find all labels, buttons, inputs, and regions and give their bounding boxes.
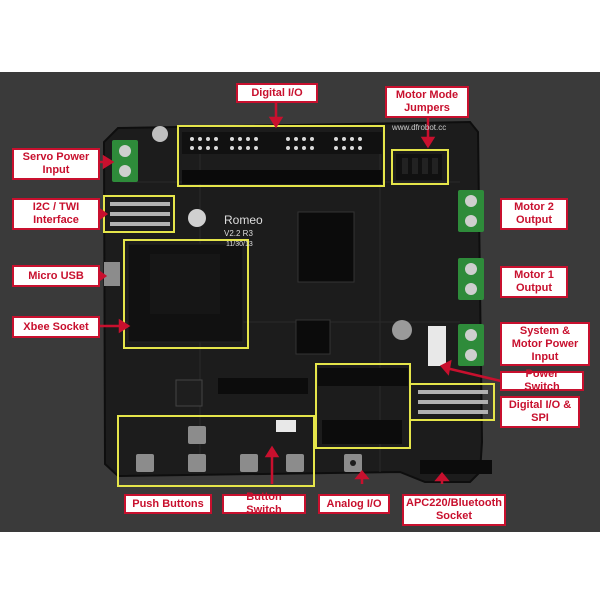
capacitor-top <box>152 126 168 142</box>
motor1-terminal <box>458 258 484 300</box>
label-button-switch: Button Switch <box>222 491 306 516</box>
servo-power-terminal <box>112 140 138 182</box>
reset-button <box>350 460 356 466</box>
board-name-text: Romeo <box>224 213 263 227</box>
label-micro-usb: Micro USB <box>12 265 100 287</box>
button-switch <box>276 420 296 432</box>
i2c-header <box>110 202 170 226</box>
motor2-terminal <box>458 190 484 232</box>
power-capacitor <box>392 320 412 340</box>
motor-driver-chip <box>297 211 355 283</box>
push-button-set <box>136 426 362 472</box>
spi-header <box>418 390 488 414</box>
label-motor-mode-jumpers: Motor Mode Jumpers <box>385 86 469 118</box>
label-apc220-bluetooth-socket: APC220/Bluetooth Socket <box>402 494 506 526</box>
label-servo-power-input: Servo Power Input <box>12 148 100 180</box>
board-url-text: www.dfrobot.cc <box>391 123 446 132</box>
board-date-text: 11/30/13 <box>226 241 253 248</box>
photo-area: Romeo V2.2 R3 11/30/13 www.dfrobot.cc <box>0 72 600 532</box>
label-motor1-output: Motor 1 Output <box>500 266 568 298</box>
label-system-motor-power-input: System & Motor Power Input <box>500 322 590 366</box>
label-motor2-output: Motor 2 Output <box>500 198 568 230</box>
power-switch <box>428 326 446 366</box>
label-digital-io-spi: Digital I/O & SPI <box>500 396 580 428</box>
apc220-socket <box>420 460 492 474</box>
board-version-text: V2.2 R3 <box>224 229 253 238</box>
label-xbee-socket: Xbee Socket <box>12 316 100 338</box>
xbee-socket <box>127 243 244 343</box>
mcu-chip <box>295 319 331 355</box>
digital-io-headers <box>182 132 382 184</box>
callout-arrows <box>96 102 506 484</box>
label-power-switch: Power Switch <box>500 368 584 393</box>
analog-io-header <box>318 368 408 444</box>
label-analog-io: Analog I/O <box>318 494 390 514</box>
power-input-terminal <box>458 324 484 366</box>
bottom-header <box>218 378 308 394</box>
inductor <box>175 379 203 407</box>
small-capacitor <box>188 209 206 227</box>
label-digital-io: Digital I/O <box>236 83 318 103</box>
label-i2c-twi-interface: I2C / TWI Interface <box>12 198 100 230</box>
label-push-buttons: Push Buttons <box>124 494 212 514</box>
micro-usb-port <box>104 262 120 286</box>
romeo-board-photo: Romeo V2.2 R3 11/30/13 www.dfrobot.cc <box>96 102 506 487</box>
motor-mode-jumpers <box>396 154 442 180</box>
